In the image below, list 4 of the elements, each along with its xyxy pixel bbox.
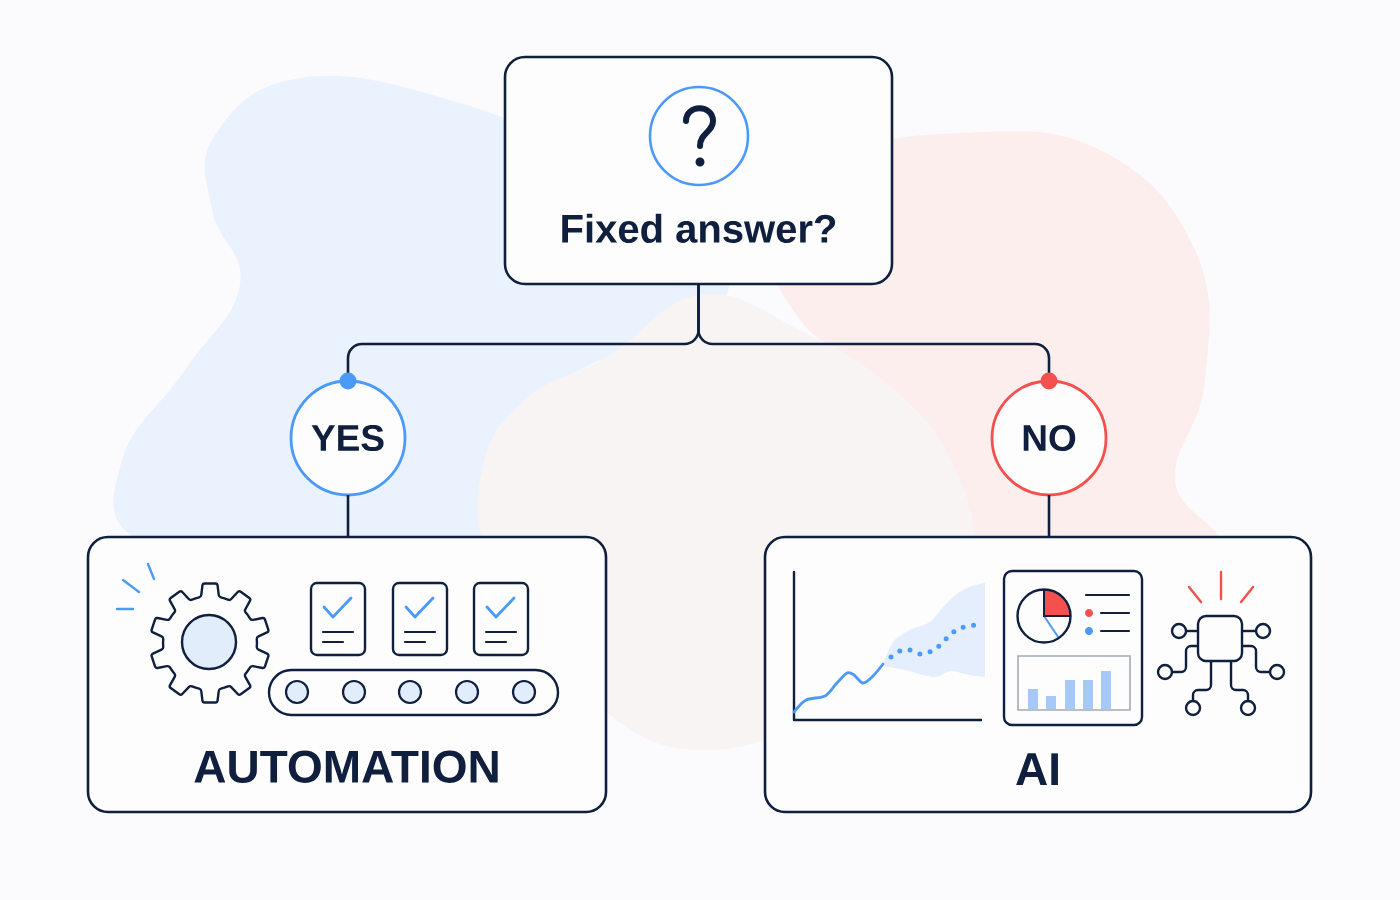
connector: [697, 284, 1058, 390]
decision-box: Fixed answer?: [503, 55, 894, 286]
connector: [1047, 495, 1051, 537]
connector: [346, 495, 350, 537]
